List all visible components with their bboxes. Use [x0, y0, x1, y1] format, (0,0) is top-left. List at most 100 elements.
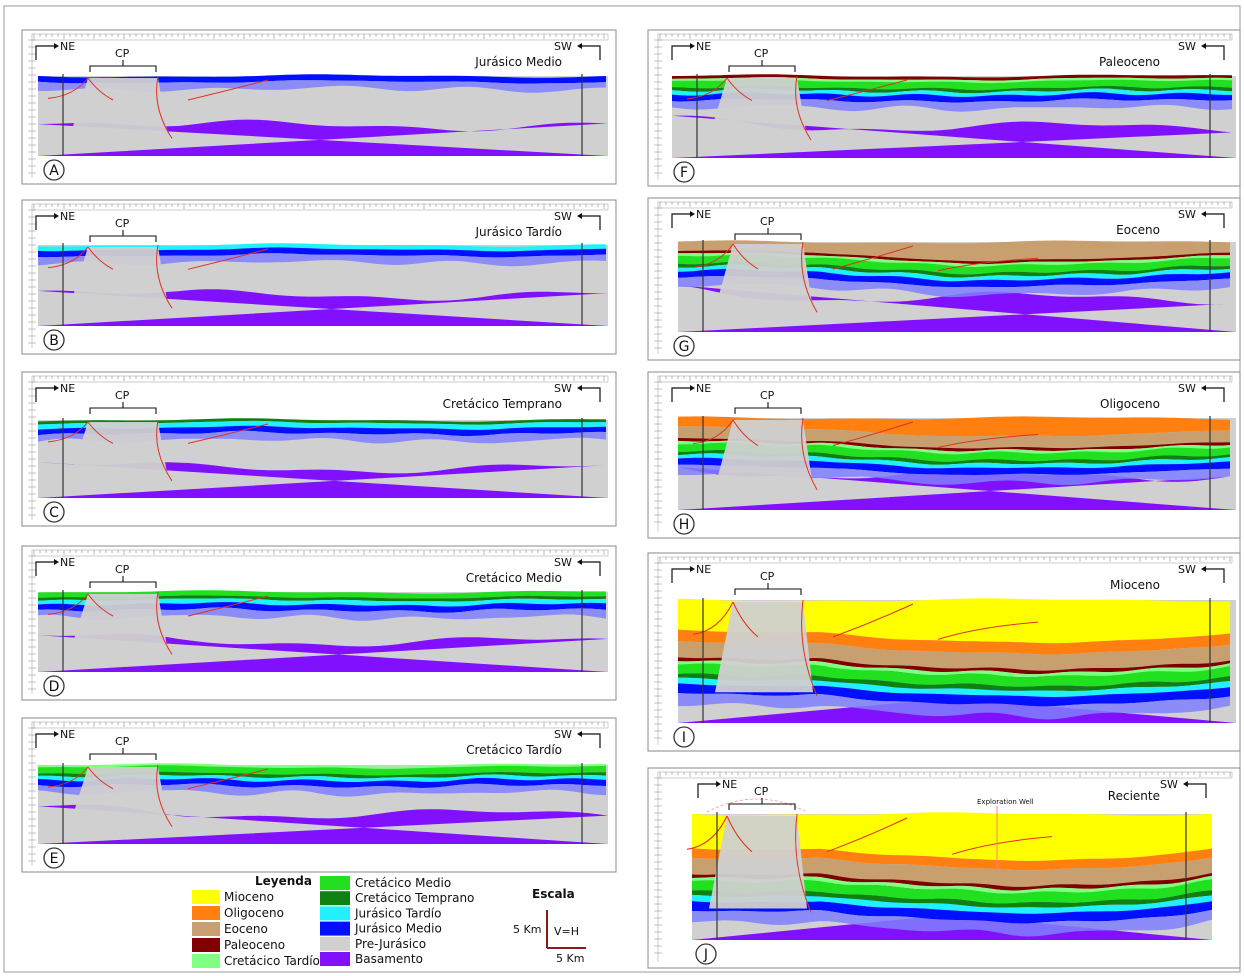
fault-line — [156, 244, 173, 309]
sw-arrow-head — [1201, 566, 1206, 572]
layer-jur-sico-medio — [38, 425, 606, 436]
scale-title: Escala — [532, 887, 575, 901]
age-label: Mioceno — [1110, 578, 1160, 592]
fault-line — [832, 421, 914, 447]
layer-jur-sico-medio — [678, 683, 1230, 707]
horst-block — [709, 78, 807, 138]
ne-arrow — [35, 733, 54, 748]
top-ruler — [31, 203, 609, 211]
panel-letter: I — [682, 730, 686, 746]
ne-arrow-head — [690, 43, 695, 49]
fault-line — [87, 246, 114, 270]
cp-bracket — [89, 402, 157, 414]
layer-jur-sico-tard-o — [692, 894, 1212, 914]
legend-swatch — [320, 936, 350, 951]
jurassic-halo — [678, 276, 1230, 298]
panel-letter-circle — [43, 847, 65, 869]
basement-layer — [38, 633, 608, 672]
fault-line — [832, 603, 914, 638]
sw-label: SW — [1178, 208, 1196, 221]
layer-paleoceno — [678, 657, 1230, 675]
legend-swatch — [320, 906, 350, 921]
layer-cret-cico-temprano — [678, 261, 1230, 278]
scale-horizontal-label: 5 Km — [556, 952, 584, 965]
jurassic-halo — [38, 253, 606, 267]
layer-jur-sico-medio — [38, 602, 606, 613]
ne-arrow-head — [54, 213, 59, 219]
ne-label: NE — [696, 382, 711, 395]
ne-arrow — [35, 387, 54, 402]
fault-line — [87, 421, 114, 444]
fault-line — [47, 593, 89, 615]
horst-block — [70, 422, 168, 479]
layer-jur-sico-medio — [38, 247, 606, 258]
sw-arrow-head — [577, 213, 582, 219]
panel-letter: A — [49, 163, 59, 179]
layer-oligoceno — [692, 848, 1212, 871]
ne-arrow-head — [54, 731, 59, 737]
sw-label: SW — [554, 382, 572, 395]
cp-label: CP — [754, 785, 769, 798]
layer-jur-sico-tard-o — [38, 598, 606, 607]
ne-arrow — [671, 387, 690, 402]
basement-layer — [38, 804, 608, 844]
panel-letter-circle — [673, 335, 695, 357]
legend-label: Cretácico Medio — [355, 876, 451, 890]
top-ruler — [657, 771, 1233, 779]
sw-arrow-head — [577, 43, 582, 49]
layer-cret-cico-temprano — [38, 418, 606, 425]
fault-line — [47, 77, 89, 99]
panel-letter-circle — [43, 159, 65, 181]
legend-label: Pre-Jurásico — [355, 937, 426, 951]
ne-label: NE — [696, 40, 711, 53]
sw-arrow — [582, 215, 601, 230]
sw-label: SW — [1178, 382, 1196, 395]
cp-label: CP — [115, 735, 130, 748]
layer-eoceno — [692, 857, 1212, 887]
sw-arrow — [582, 733, 601, 748]
cp-label: CP — [760, 215, 775, 228]
sw-arrow — [1206, 568, 1225, 583]
top-ruler — [657, 556, 1233, 564]
layer-paleoceno — [678, 438, 1230, 452]
scale-ratio-label: V=H — [554, 925, 579, 938]
panel-letter-circle — [43, 675, 65, 697]
fault-line — [686, 77, 728, 100]
top-ruler — [31, 375, 609, 383]
layer-cret-cico-temprano — [38, 595, 606, 602]
fault-line — [156, 419, 173, 482]
layer-jur-sico-medio — [38, 777, 606, 788]
sw-arrow — [1206, 387, 1225, 402]
cp-label: CP — [760, 570, 775, 583]
horst-block — [715, 602, 813, 693]
fault-line — [732, 601, 759, 638]
layer-cret-cico-tard-o — [38, 763, 606, 769]
cp-bracket — [89, 230, 157, 242]
sw-arrow-head — [1201, 385, 1206, 391]
legend-swatch — [192, 938, 220, 952]
layer-oligoceno — [678, 416, 1230, 437]
panel-letter: D — [49, 679, 60, 695]
legend: Leyenda MiocenoOligocenoEocenoPaleocenoC… — [192, 874, 474, 968]
horst-block — [70, 767, 168, 825]
legend-label: Jurásico Tardío — [354, 906, 441, 920]
top-ruler — [657, 375, 1233, 383]
ne-arrow — [671, 568, 690, 583]
legend-swatch — [192, 906, 220, 920]
horst-block — [715, 420, 813, 487]
panel-letter-circle — [673, 726, 695, 748]
legend-swatch — [192, 890, 220, 904]
layer-jur-sico-medio — [672, 92, 1232, 103]
layer-jur-sico-medio — [678, 268, 1230, 288]
top-ruler — [657, 201, 1233, 209]
fault-line — [801, 417, 818, 491]
horst-block — [709, 816, 807, 909]
ne-arrow — [697, 783, 716, 798]
jurassic-halo — [38, 430, 606, 444]
layer-jur-sico-tard-o — [38, 420, 606, 430]
